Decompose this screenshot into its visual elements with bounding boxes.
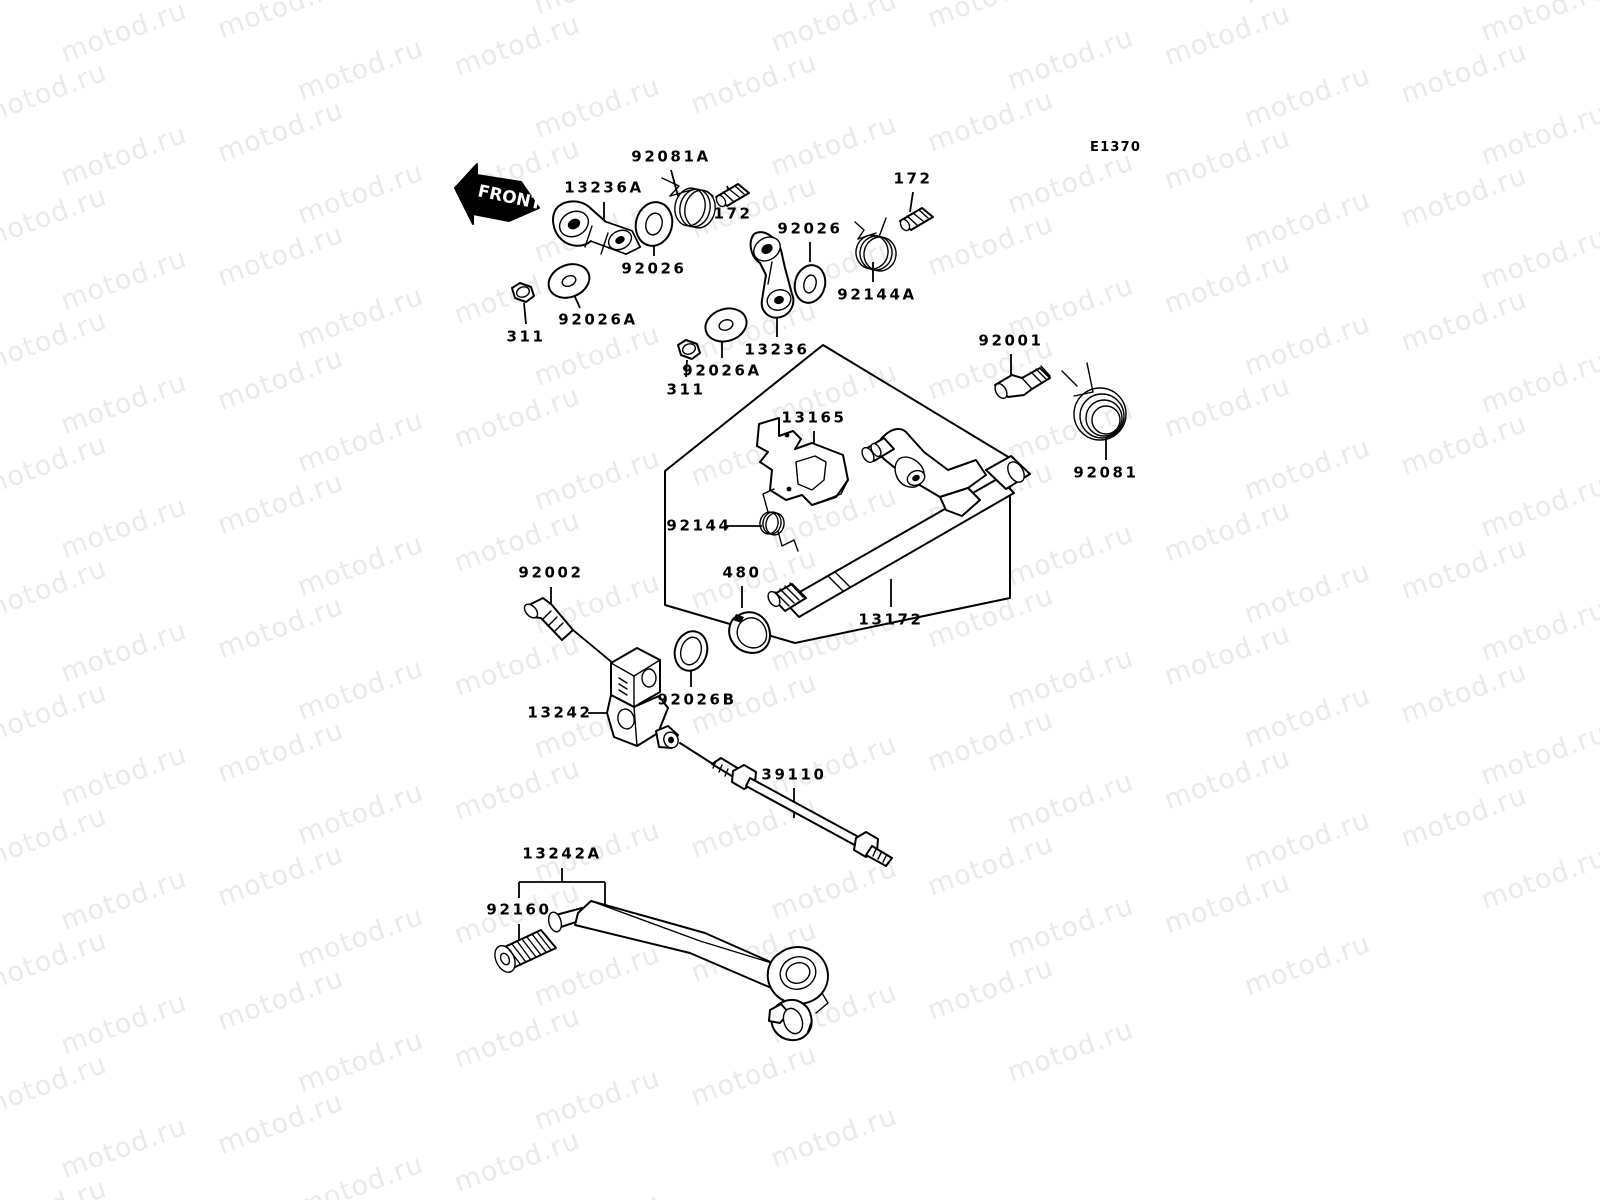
part-label-tie-rod: 39110: [761, 765, 827, 784]
part-label-change-lever-arm: 13236: [744, 340, 810, 359]
part-label-bolt-stopper: 92001: [978, 331, 1044, 350]
part-label-shift-arm-clamp: 13242: [527, 703, 593, 722]
part-13165-pawl-plate: [756, 417, 849, 506]
part-480-circlip: [728, 611, 771, 654]
part-label-pawl-spring: 92144: [666, 516, 732, 535]
part-13242A-gear-change-pedal: [547, 900, 829, 1041]
part-label-return-spring: 92081: [1073, 463, 1139, 482]
part-label-washer-mid: 92026A: [682, 361, 762, 380]
part-label-spring-mid: 92144A: [837, 285, 917, 304]
part-label-shift-shaft: 13172: [858, 610, 924, 629]
part-label-collar-mid: 92026: [777, 219, 843, 238]
part-label-pedal-rubber: 92160: [486, 900, 552, 919]
part-label-washer-upper: 92026A: [558, 310, 638, 329]
part-92001-bolt: [994, 365, 1051, 400]
part-13236A-change-lever: [552, 200, 641, 255]
part-13242-shift-arm-clamp: [606, 647, 679, 749]
part-92144A-spring: [854, 217, 897, 272]
part-label-collar-upper: 92026: [621, 259, 687, 278]
part-label-pinch-bolt: 92002: [518, 563, 584, 582]
part-92144-pawl-spring: [759, 488, 799, 552]
part-39110-tie-rod: [679, 742, 893, 867]
part-label-circlip: 480: [722, 563, 762, 582]
part-label-nut-mid: 311: [666, 380, 706, 399]
part-label-shift-pawl-plate: 13165: [781, 408, 847, 427]
part-92026A-washer-upper: [547, 263, 591, 299]
part-label-gear-change-pedal: 13242A: [522, 844, 602, 863]
part-92026B-oil-seal: [673, 630, 709, 672]
part-label-pin-upper: 172: [713, 204, 753, 223]
part-shift-change-arm: [861, 428, 987, 517]
part-172-pin-mid: [899, 207, 934, 232]
part-92026-collar-mid: [793, 264, 827, 304]
part-label-pin-mid: 172: [893, 169, 933, 188]
part-311-nut-mid: [677, 339, 701, 360]
diagram-code: E1370: [1090, 140, 1142, 155]
part-label-torsion-spring-upper: 92081A: [631, 147, 711, 166]
part-label-nut-upper: 311: [506, 327, 546, 346]
part-92026-collar-upper: [634, 201, 674, 247]
part-label-oil-seal-collar: 92026B: [657, 690, 737, 709]
front-direction-marker: FRONT: [447, 152, 547, 235]
part-172-pin-upper: [715, 183, 750, 208]
part-13236-change-lever-arm: [749, 231, 795, 319]
part-311-nut-upper: [511, 282, 535, 303]
part-92026A-washer-mid: [704, 307, 748, 343]
part-92160-pedal-rubber: [494, 929, 557, 973]
part-label-change-lever: 13236A: [564, 178, 644, 197]
part-92081-return-spring: [1061, 362, 1127, 441]
part-92002-pinch-bolt: [523, 597, 615, 665]
part-92081A-torsion-spring: [661, 177, 716, 229]
